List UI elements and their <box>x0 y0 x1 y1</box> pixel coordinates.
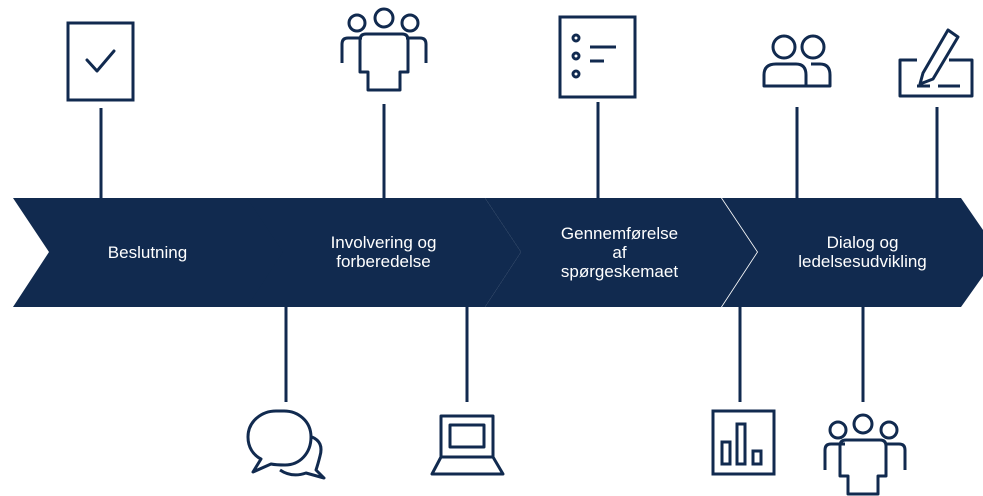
chevron-band <box>13 198 983 307</box>
chevron-step-2 <box>247 198 521 307</box>
chat-bubbles-icon <box>246 409 326 480</box>
laptop-icon <box>430 414 505 476</box>
chevron-step-1 <box>13 198 288 307</box>
step-label-dialog: Dialog og ledelsesudvikling <box>798 233 927 271</box>
checklist-icon <box>558 15 637 99</box>
group-icon <box>340 7 428 92</box>
two-people-icon <box>762 34 832 88</box>
chevron-step-3 <box>485 198 757 307</box>
chevron-step-4 <box>722 198 983 307</box>
checkbox-icon <box>66 21 135 102</box>
connector-lines <box>99 102 939 402</box>
step-label-gennemfoerelse: Gennemførelse af spørgeskemaet <box>560 223 679 281</box>
group-icon <box>823 413 907 496</box>
step-label-involvering: Involvering og forberedelse <box>330 233 437 271</box>
signing-icon <box>898 28 974 98</box>
bar-chart-icon <box>711 409 776 476</box>
step-label-beslutning: Beslutning <box>107 242 188 262</box>
